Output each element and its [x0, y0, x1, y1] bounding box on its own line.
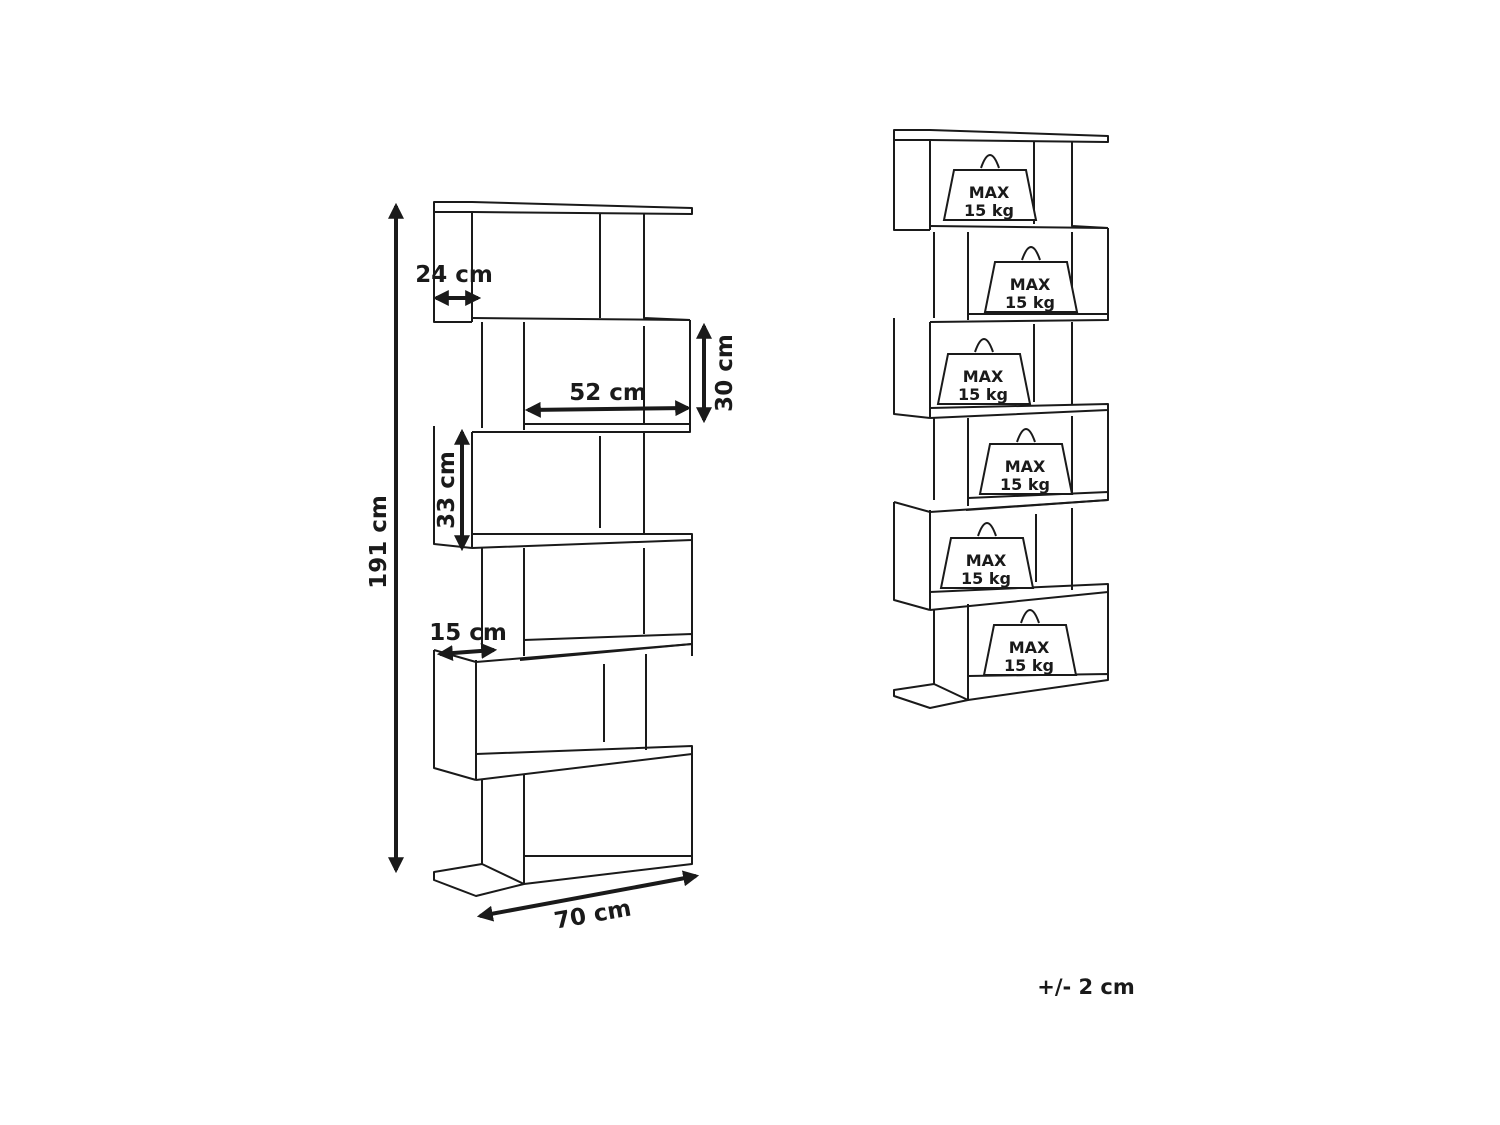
offset-label: 15 cm [429, 620, 507, 646]
max-label: MAX [966, 551, 1007, 570]
weight-value-label: 15 kg [961, 569, 1011, 588]
weight-icon: MAX 15 kg [936, 338, 1032, 405]
width-arrow [476, 870, 700, 922]
load-capacity-bookcase: MAX 15 kg MAX 15 kg MAX 15 kg MAX 15 kg … [893, 129, 1109, 709]
max-label: MAX [1005, 457, 1046, 476]
shelf-width-arrow [524, 400, 692, 418]
weight-value-label: 15 kg [1004, 656, 1054, 675]
depth-label: 24 cm [415, 262, 493, 288]
upper-shelf-height-label: 30 cm [712, 334, 738, 412]
tolerance-note: +/- 2 cm [1037, 975, 1135, 999]
weight-value-label: 15 kg [1005, 293, 1055, 312]
max-label: MAX [1010, 275, 1051, 294]
weight-icon: MAX 15 kg [942, 154, 1038, 221]
offset-arrow [436, 642, 498, 662]
weight-icon: MAX 15 kg [982, 609, 1078, 676]
weight-icon: MAX 15 kg [978, 428, 1074, 495]
weight-icon: MAX 15 kg [983, 246, 1079, 313]
weight-value-label: 15 kg [964, 201, 1014, 220]
max-label: MAX [963, 367, 1004, 386]
max-label: MAX [1009, 638, 1050, 657]
max-label: MAX [969, 183, 1010, 202]
lower-shelf-height-label: 33 cm [434, 451, 460, 529]
weight-icon: MAX 15 kg [939, 522, 1035, 589]
height-label: 191 cm [366, 495, 392, 589]
dimensioned-bookcase: 191 cm 24 cm 30 cm 52 cm 33 cm 15 cm 70 … [366, 201, 738, 935]
weight-value-label: 15 kg [958, 385, 1008, 404]
weight-value-label: 15 kg [1000, 475, 1050, 494]
shelf-width-label: 52 cm [569, 380, 647, 406]
